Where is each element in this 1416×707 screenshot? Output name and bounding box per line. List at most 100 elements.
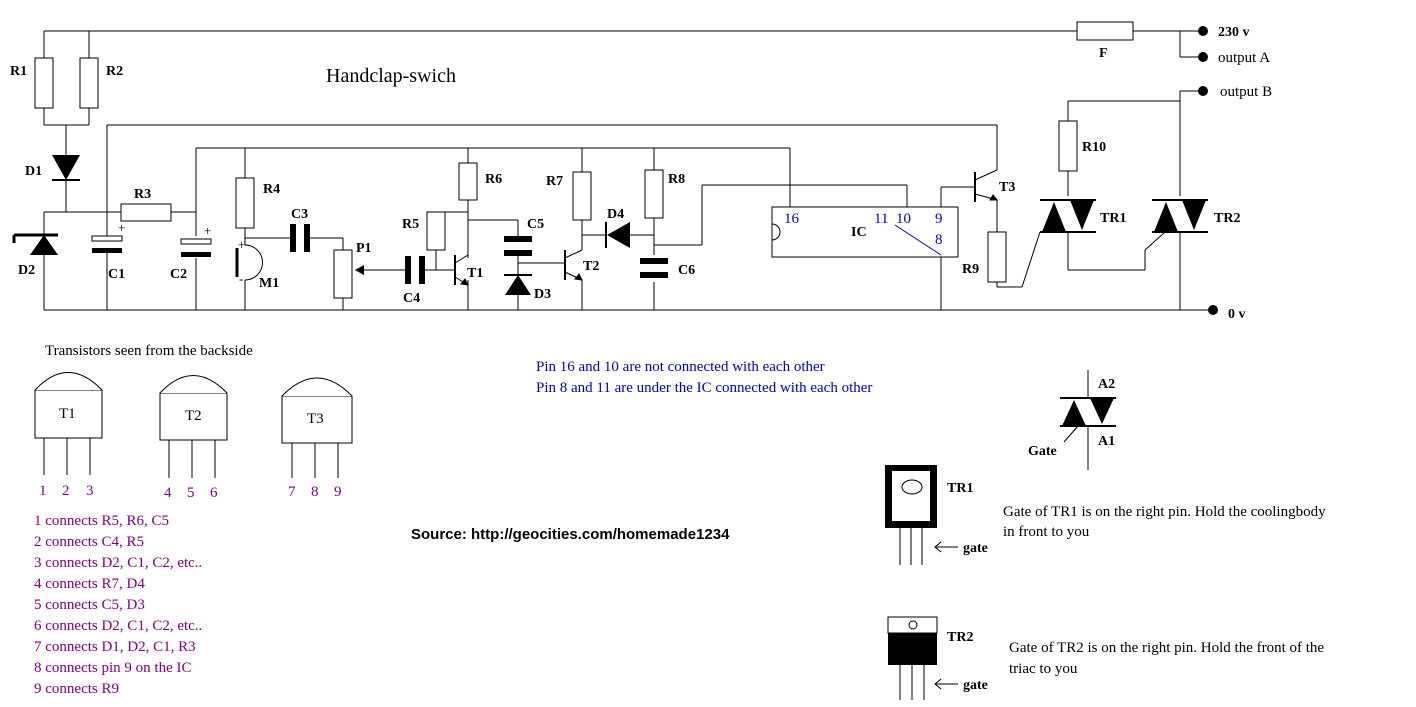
pinout-t3-label: T3: [307, 411, 324, 427]
label-r6: R6: [485, 172, 502, 187]
pin-number-7: 7: [288, 484, 296, 500]
resistor-r8: [644, 169, 664, 219]
connection-item: 5 connects C5, D3: [34, 597, 145, 613]
label-output-b: output B: [1220, 84, 1272, 100]
pin-number-6: 6: [210, 485, 218, 501]
tr1-gate-label: gate: [963, 541, 988, 556]
resistor-r6: [458, 162, 478, 201]
label-c2: C2: [170, 267, 187, 282]
tr1-package-label: TR1: [947, 481, 973, 496]
note-line-2: Pin 8 and 11 are under the IC connected …: [536, 380, 872, 396]
label-r4: R4: [263, 182, 280, 197]
triac-legend-symbol: [1060, 370, 1116, 470]
label-c1-plus: +: [118, 220, 125, 235]
microphone-m1: [235, 244, 263, 281]
label-output-a: output A: [1218, 50, 1270, 66]
triac-tr1: [1040, 199, 1096, 233]
resistor-r9: [987, 231, 1007, 283]
label-r2: R2: [106, 64, 123, 79]
tr2-package-label: TR2: [947, 630, 973, 645]
ic-pin-16: 16: [784, 211, 800, 227]
label-c4: C4: [403, 291, 420, 306]
label-230v: 230 v: [1218, 25, 1250, 40]
potentiometer-p1: [333, 249, 353, 299]
zener-d2: [12, 233, 58, 255]
label-c3: C3: [291, 207, 308, 222]
transistor-t2: [564, 249, 583, 281]
ic-pin-10: 10: [896, 211, 911, 227]
label-d2: D2: [18, 263, 35, 278]
capacitor-c3: [290, 224, 310, 252]
transistor-t3: [974, 169, 999, 202]
note-line-1: Pin 16 and 10 are not connected with eac…: [536, 359, 825, 375]
transistors-heading: Transistors seen from the backside: [45, 343, 253, 359]
label-tr1: TR1: [1100, 211, 1126, 226]
label-c5: C5: [527, 217, 544, 232]
label-d3: D3: [534, 287, 551, 302]
resistor-r1: [34, 57, 54, 109]
terminal-0v: [1208, 305, 1218, 315]
connection-item: 7 connects D1, D2, C1, R3: [34, 639, 196, 655]
pinout-t1-label: T1: [59, 406, 76, 422]
label-d1: D1: [25, 164, 42, 179]
diode-d4: [605, 222, 630, 248]
resistor-r5: [426, 211, 446, 251]
label-t1: T1: [467, 266, 483, 281]
label-r10: R10: [1082, 140, 1106, 155]
label-c2-plus: +: [204, 223, 211, 238]
label-c6: C6: [678, 263, 695, 278]
terminal-230v: [1198, 26, 1208, 36]
connection-item: 3 connects D2, C1, C2, etc..: [34, 555, 202, 571]
label-t3: T3: [999, 180, 1015, 195]
label-f: F: [1099, 46, 1108, 61]
label-t2: T2: [583, 259, 599, 274]
connection-item: 2 connects C4, R5: [34, 534, 144, 550]
tr2-package: [887, 616, 958, 700]
connection-item: 9 connects R9: [34, 681, 119, 697]
diagram-title: Handclap-swich: [326, 65, 456, 87]
pin-number-3: 3: [86, 483, 94, 499]
label-d4: D4: [607, 207, 624, 222]
terminal-output-b: [1198, 86, 1208, 96]
resistor-r7: [572, 171, 592, 221]
tr2-note-line-2: triac to you: [1009, 661, 1078, 677]
pin-number-8: 8: [311, 484, 319, 500]
pin-number-1: 1: [39, 483, 47, 499]
connection-item: 1 connects R5, R6, C5: [34, 513, 169, 529]
resistor-r3: [120, 203, 172, 222]
ic-pin-8: 8: [935, 232, 943, 248]
terminal-output-a: [1198, 52, 1208, 62]
label-m1: M1: [259, 276, 279, 291]
label-c1: C1: [108, 267, 125, 282]
triac-legend-a2: A2: [1098, 377, 1115, 392]
tr1-note-line-1: Gate of TR1 is on the right pin. Hold th…: [1003, 504, 1326, 520]
label-0v: 0 v: [1228, 307, 1246, 322]
pin-number-9: 9: [334, 484, 342, 500]
label-p1: P1: [356, 241, 372, 256]
label-r9: R9: [962, 262, 979, 277]
connection-item: 8 connects pin 9 on the IC: [34, 660, 191, 676]
label-r5: R5: [402, 217, 419, 232]
label-r3: R3: [134, 187, 151, 202]
transistor-t1: [454, 254, 469, 286]
triac-legend-a1: A1: [1098, 434, 1115, 449]
source-credit: Source: http://geocities.com/homemade123…: [411, 526, 730, 543]
capacitor-c4: [405, 256, 425, 284]
capacitor-c5: [504, 236, 532, 256]
label-r8: R8: [668, 172, 685, 187]
pinout-t3: [281, 377, 353, 478]
label-m1-plus: +: [238, 237, 245, 252]
capacitor-c1: [91, 235, 123, 253]
label-m1-minus: -: [239, 271, 243, 286]
label-tr2: TR2: [1214, 211, 1240, 226]
connection-item: 4 connects R7, D4: [34, 576, 145, 592]
diode-d3: [504, 263, 532, 295]
connection-item: 6 connects D2, C1, C2, etc..: [34, 618, 202, 634]
resistor-r2: [79, 57, 99, 109]
ic-pin-9: 9: [935, 211, 943, 227]
label-ic: IC: [851, 225, 867, 240]
pin-number-5: 5: [187, 485, 195, 501]
capacitor-c2: [180, 238, 212, 257]
tr2-gate-label: gate: [963, 678, 988, 693]
